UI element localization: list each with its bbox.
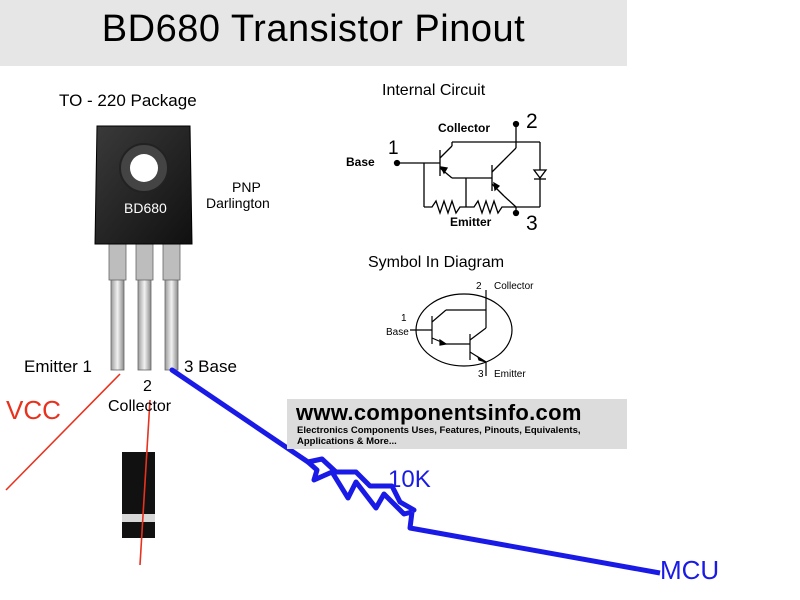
internal-circuit-drawing xyxy=(393,120,548,217)
base-wire xyxy=(169,367,417,513)
symbol-collector-label: Collector xyxy=(494,281,534,292)
type-line-2: Darlington xyxy=(206,195,270,211)
watermark-description: Electronics Components Uses, Features, P… xyxy=(297,425,581,447)
symbol-emitter-label: Emitter xyxy=(494,369,526,380)
emitter-pin-label: Emitter 1 xyxy=(24,357,93,376)
symbol-base-label: Base xyxy=(386,327,409,338)
package-marking: BD680 xyxy=(124,200,167,216)
collector-pin-number: 2 xyxy=(143,378,152,395)
collector-pin-label: Collector xyxy=(108,398,172,415)
watermark-url: www.componentsinfo.com xyxy=(296,400,582,425)
vcc-label: VCC xyxy=(6,395,61,425)
symbol-collector-number: 2 xyxy=(476,281,482,292)
internal-circuit-heading: Internal Circuit xyxy=(382,82,486,99)
ic-base-label: Base xyxy=(346,155,375,169)
watermark-box xyxy=(287,399,627,449)
page-title: BD680 Transistor Pinout xyxy=(101,8,526,50)
symbol-drawing xyxy=(410,290,513,376)
package-label: TO - 220 Package xyxy=(59,91,197,110)
symbol-emitter-number: 3 xyxy=(478,369,484,380)
mcu-label: MCU xyxy=(660,555,720,585)
ic-collector-number: 2 xyxy=(526,110,538,133)
symbol-heading: Symbol In Diagram xyxy=(368,254,505,271)
vcc-wire xyxy=(5,373,121,491)
ic-collector-label: Collector xyxy=(438,121,491,135)
collector-wire xyxy=(139,399,151,566)
transistor-body xyxy=(94,125,193,245)
resistor-label: 10K xyxy=(388,466,431,493)
transistor-leads xyxy=(108,241,181,371)
resistor-zigzag xyxy=(306,460,413,517)
mcu-wire xyxy=(407,511,661,576)
symbol-base-number: 1 xyxy=(401,313,407,324)
ic-base-number: 1 xyxy=(388,138,399,159)
base-pin-label: 3 Base xyxy=(184,357,237,376)
type-line-1: PNP xyxy=(232,179,261,195)
title-bar xyxy=(0,0,627,66)
ic-emitter-number: 3 xyxy=(526,212,538,235)
ic-emitter-label: Emitter xyxy=(450,215,492,229)
component-block xyxy=(122,452,155,538)
